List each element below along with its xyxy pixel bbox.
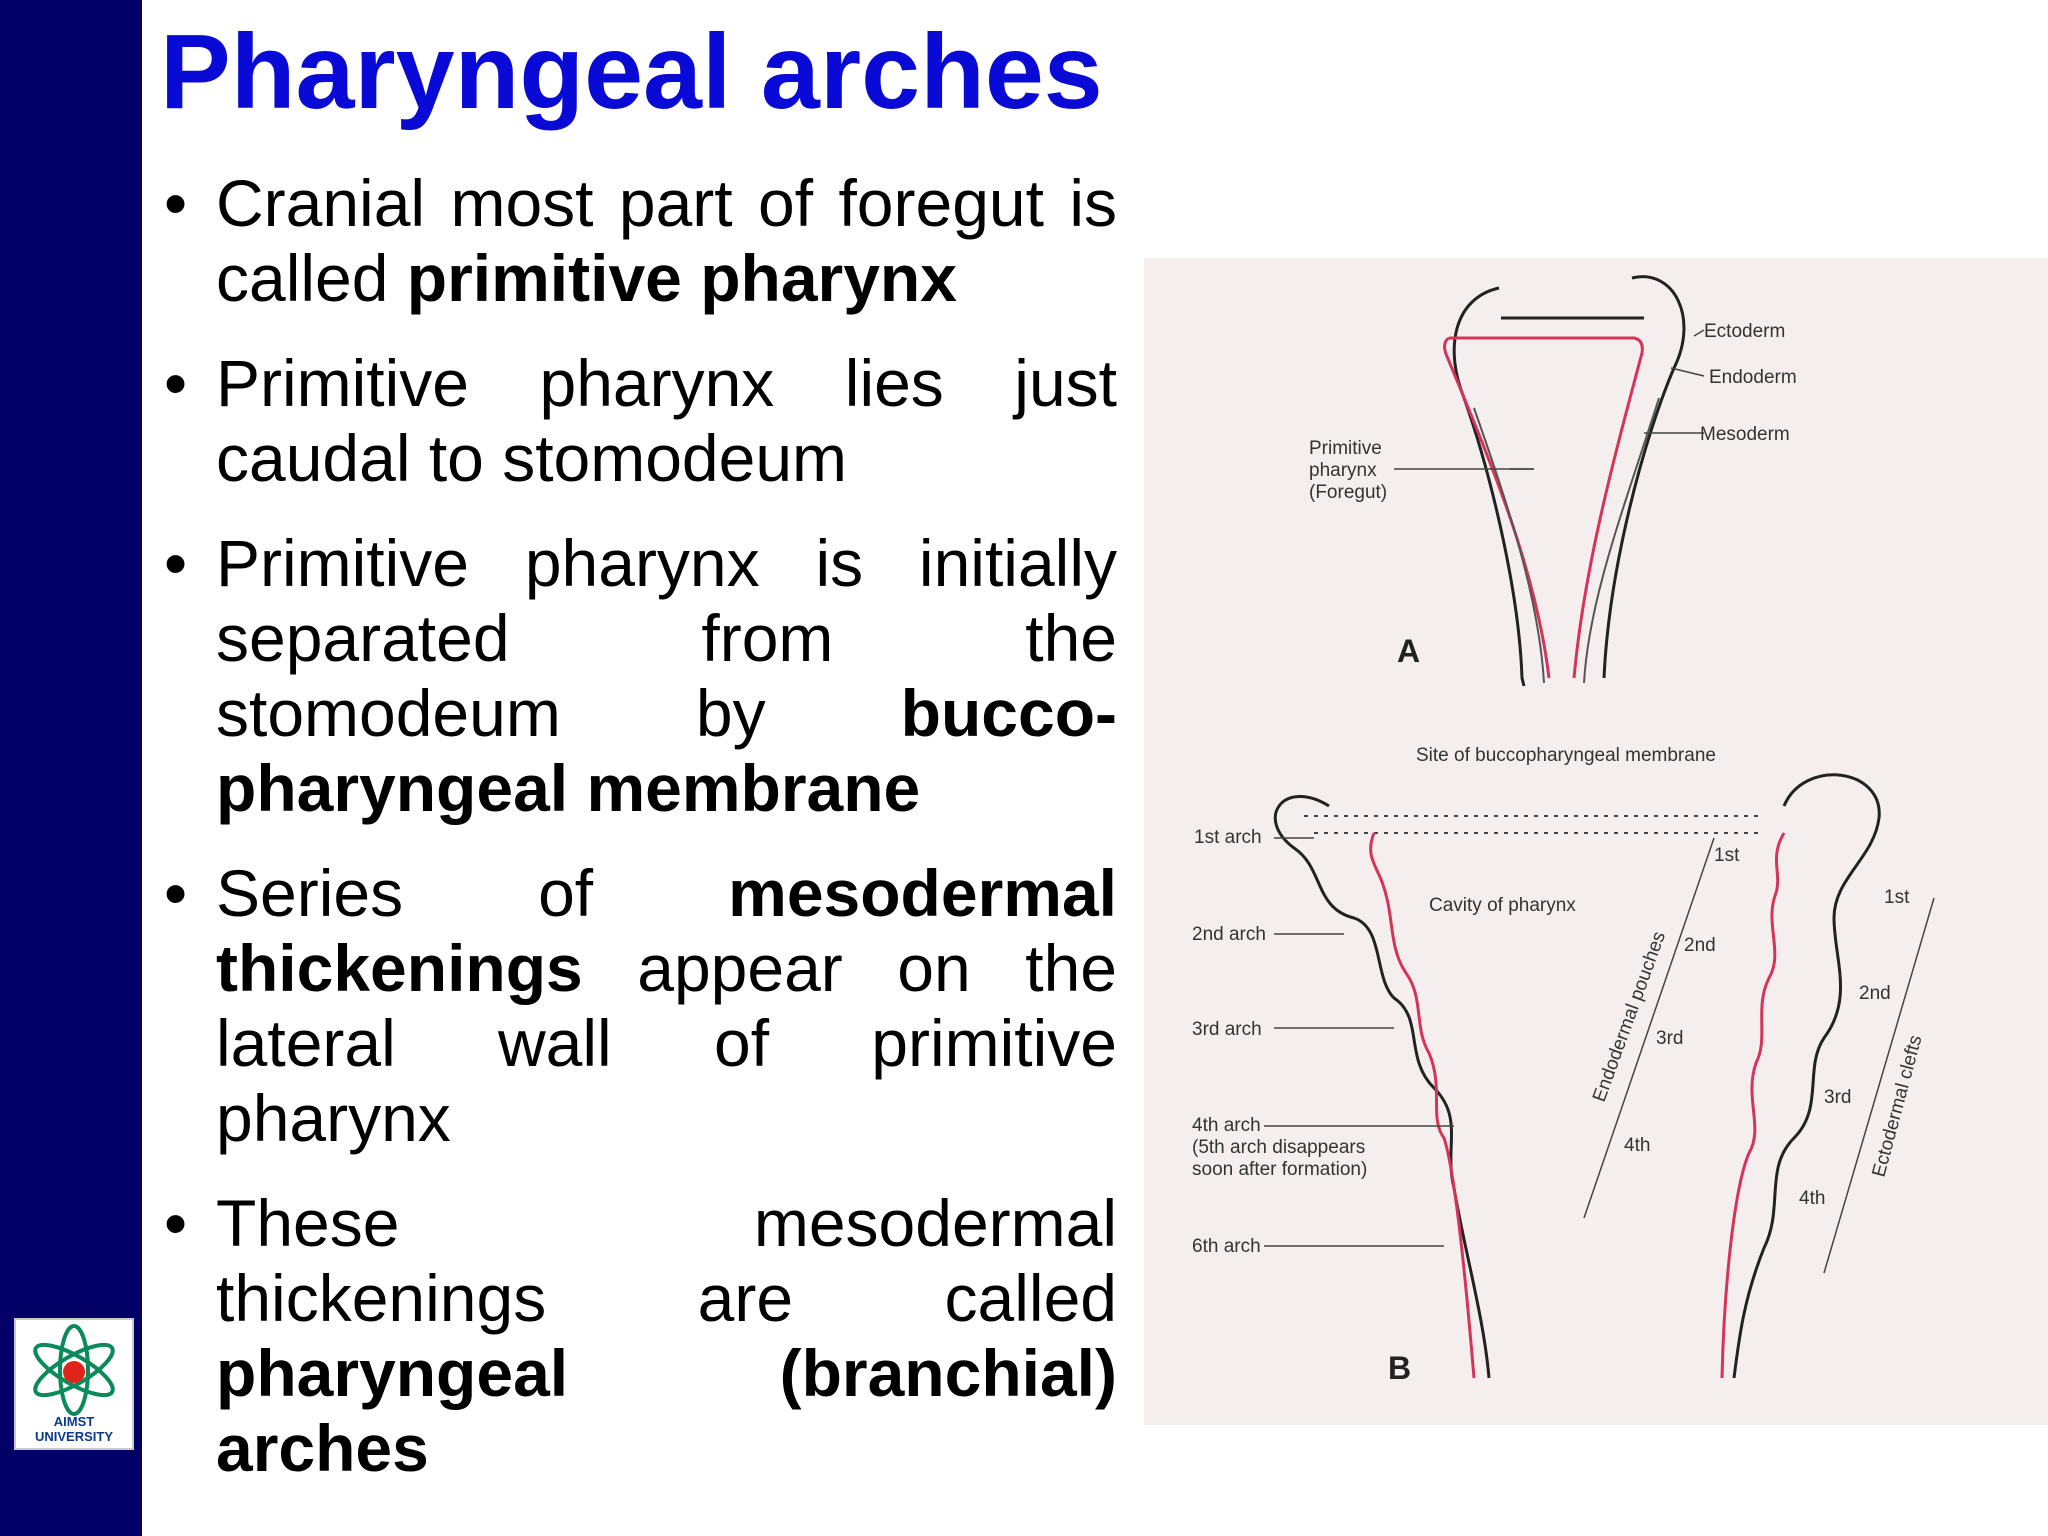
bullet-dot: • (164, 166, 188, 240)
bullet-text: Primitive pharynx lies just caudal to st… (216, 346, 1117, 495)
label-2nd-arch: 2nd arch (1192, 924, 1266, 945)
label-cleft-2nd: 2nd (1859, 983, 1891, 1004)
label-pouch-2nd: 2nd (1684, 935, 1716, 956)
bullet-bold-text: bucco-pharyngeal membrane (216, 676, 1117, 825)
bullet-dot: • (164, 346, 188, 420)
label-6th-arch: 6th arch (1192, 1236, 1261, 1257)
label-pouch-3rd: 3rd (1656, 1028, 1683, 1049)
label-ectoderm: Ectoderm (1704, 321, 1785, 342)
panel-b-right-endoderm (1720, 832, 1786, 1379)
bullet-item: • Primitive pharynx lies just caudal to s… (160, 346, 1117, 496)
bullet-text: Primitive pharynx is initially separated… (216, 526, 1117, 750)
label-primitive-3: (Foregut) (1309, 482, 1387, 503)
panel-b-right-outline (1732, 773, 1881, 1379)
aimst-university-logo: AIMST UNIVERSITY (14, 1318, 134, 1450)
svg-text:UNIVERSITY: UNIVERSITY (35, 1429, 113, 1444)
atom-logo-icon: AIMST UNIVERSITY (33, 1324, 115, 1444)
label-1st-arch: 1st arch (1194, 827, 1262, 848)
panel-b-membrane-dots (1304, 815, 1764, 834)
panel-b-letter: B (1388, 1350, 1411, 1386)
bullet-item: •Cranial most part of foregut is called … (160, 166, 1117, 316)
bullet-item: • Series of mesodermal thickenings appear… (160, 856, 1117, 1156)
panel-a: Ectoderm Endoderm Mesoderm Primitive pha… (1309, 275, 1797, 687)
label-4th-arch-note-2: soon after formation) (1192, 1159, 1367, 1180)
bullet-bold-text: mesodermal thickenings (216, 856, 1117, 1005)
svg-text:AIMST: AIMST (54, 1414, 95, 1429)
diagram-svg: Ectoderm Endoderm Mesoderm Primitive pha… (1192, 275, 1935, 1386)
panel-a-inner (1473, 397, 1660, 684)
side-bar (0, 0, 142, 1536)
label-endodermal-pouches: Endodermal pouches (1589, 929, 1670, 1105)
panel-b-left-endoderm (1369, 832, 1476, 1379)
label-site-buccopharyngeal: Site of buccopharyngeal membrane (1416, 745, 1716, 766)
label-mesoderm: Mesoderm (1700, 424, 1790, 445)
bullet-dot: • (164, 1186, 188, 1260)
label-3rd-arch: 3rd arch (1192, 1019, 1262, 1040)
label-cleft-4th: 4th (1799, 1188, 1825, 1209)
bullet-dot: • (164, 856, 188, 930)
bullet-text: appear on the lateral wall of primitive … (216, 931, 1117, 1155)
label-cavity-of-pharynx: Cavity of pharynx (1429, 895, 1576, 916)
pouches-line (1583, 837, 1715, 1219)
clefts-line (1823, 897, 1935, 1274)
bullet-text: These mesodermal thickenings are called (216, 1186, 1117, 1335)
label-pouch-1st: 1st (1714, 845, 1740, 866)
bullet-item: • Primitive pharynx is initially separate… (160, 526, 1117, 826)
label-cleft-3rd: 3rd (1824, 1087, 1851, 1108)
bullet-bold-text: pharyngeal (branchial) arches (216, 1336, 1117, 1485)
label-primitive-1: Primitive (1309, 438, 1382, 459)
bullet-bold-text: primitive pharynx (406, 241, 957, 315)
label-4th-arch: 4th arch (1192, 1115, 1261, 1136)
label-cleft-1st: 1st (1884, 887, 1910, 908)
label-4th-arch-note-1: (5th arch disappears (1192, 1137, 1365, 1158)
bullet-list: •Cranial most part of foregut is called … (160, 166, 1117, 1516)
bullet-text: Cranial most part of foregut is called (216, 166, 1117, 315)
label-ectodermal-clefts: Ectodermal clefts (1869, 1033, 1927, 1179)
label-pouch-4th: 4th (1624, 1135, 1650, 1156)
bullet-item: • These mesodermal thickenings are called… (160, 1186, 1117, 1486)
bullet-dot: • (164, 526, 188, 600)
label-endoderm: Endoderm (1709, 367, 1797, 388)
slide-title: Pharyngeal arches (160, 13, 1103, 131)
bullet-text: Series of (216, 856, 729, 930)
panel-a-endoderm (1443, 336, 1644, 679)
label-primitive-2: pharynx (1309, 460, 1377, 481)
panel-b: Site of buccopharyngeal membrane 1st arc… (1192, 745, 1935, 1386)
pharyngeal-arches-figure: Ectoderm Endoderm Mesoderm Primitive pha… (1144, 258, 2048, 1425)
panel-a-letter: A (1397, 633, 1420, 669)
